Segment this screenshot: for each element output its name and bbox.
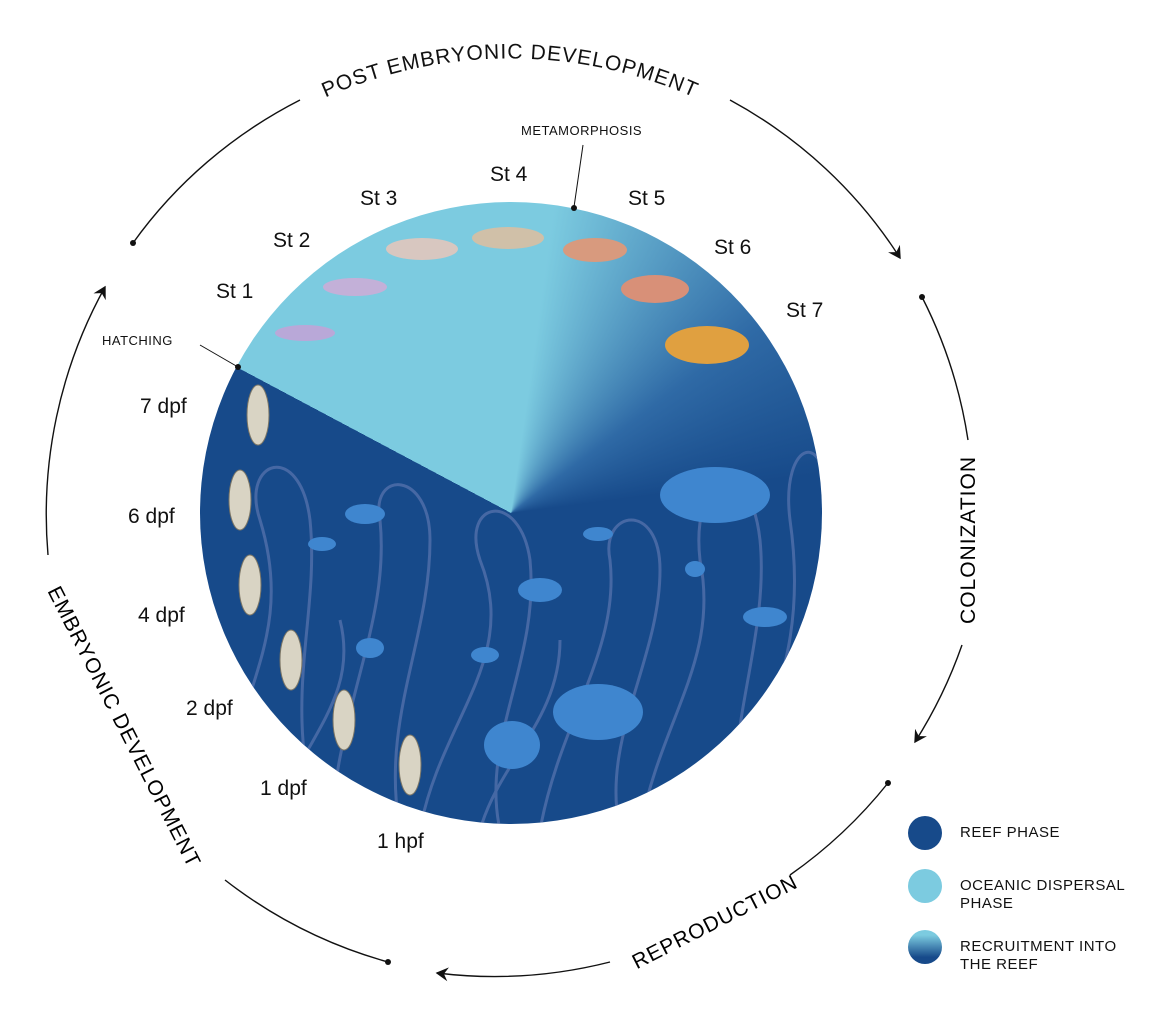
embryo-age-label: 7 dpf: [140, 395, 187, 418]
colonization-label: COLONIZATION: [957, 456, 980, 624]
embryo-age-label: 6 dpf: [128, 505, 175, 528]
arrow-to-embryonic: [435, 961, 611, 982]
embryo-2dpf: [279, 629, 303, 691]
embryo-1hpf: [398, 734, 422, 796]
fish-silhouette: [518, 578, 562, 602]
stage-label: St 2: [273, 229, 311, 252]
legend-item-reef: REEF PHASE: [908, 816, 1150, 850]
arrow-to-colonization: [729, 99, 901, 260]
stage-label: St 3: [360, 187, 398, 210]
larva-st2: [323, 278, 387, 296]
arc-segment: [132, 99, 301, 244]
fish-silhouette: [583, 527, 613, 541]
clownfish-silhouettes: [308, 467, 787, 769]
embryo-6dpf: [228, 469, 252, 531]
fish-silhouette: [356, 638, 384, 658]
reproduction-label: REPRODUCTION: [629, 871, 802, 974]
hatching-label: HATCHING: [102, 333, 173, 348]
fish-silhouette: [660, 467, 770, 523]
larva-st3: [386, 238, 458, 260]
recruitment-swatch: [908, 930, 942, 964]
arrow-to-reproduction: [914, 644, 963, 744]
embryo-age-label: 1 hpf: [377, 830, 424, 853]
legend-item-recruitment: RECRUITMENT INTO THE REEF: [908, 930, 1150, 974]
embryo-age-label: 4 dpf: [138, 604, 185, 627]
metamorphosis-pointer: [573, 144, 584, 208]
arc-segment: [789, 782, 889, 876]
larva-st6: [621, 275, 689, 303]
fish-silhouette: [484, 721, 540, 769]
embryo-1dpf: [332, 689, 356, 751]
stage-label: St 6: [714, 236, 752, 259]
fish-silhouette: [345, 504, 385, 524]
legend-label: OCEANIC DISPERSAL PHASE: [960, 877, 1125, 912]
legend-label: RECRUITMENT INTO THE REEF: [960, 938, 1117, 973]
stage-label: St 4: [490, 163, 528, 186]
fish-silhouette: [743, 607, 787, 627]
arrow-to-post-embryonic: [45, 285, 106, 556]
legend-label: REEF PHASE: [960, 824, 1061, 841]
arc-segment: [224, 879, 389, 963]
fish-silhouette: [308, 537, 336, 551]
legend-item-oceanic: OCEANIC DISPERSAL PHASE: [908, 869, 1150, 913]
reef-swatch: [908, 816, 942, 850]
oceanic-swatch: [908, 869, 942, 903]
embryo-4dpf: [238, 554, 262, 616]
larva-st5: [563, 238, 627, 262]
fish-silhouette: [471, 647, 499, 663]
hatching-pointer: [199, 344, 239, 368]
stage-label: St 1: [216, 280, 254, 303]
arc-segment: [921, 296, 969, 441]
larval-fish: [275, 227, 749, 364]
larva-st4: [472, 227, 544, 249]
larva-st1: [275, 325, 335, 341]
stage-label: St 7: [786, 299, 824, 322]
embryo-age-label: 1 dpf: [260, 777, 307, 800]
metamorphosis-label: METAMORPHOSIS: [521, 123, 643, 138]
embryo-7dpf: [246, 384, 270, 446]
embryo-age-label: 2 dpf: [186, 697, 233, 720]
larva-st7: [665, 326, 749, 364]
fish-silhouette: [685, 561, 705, 577]
embryos: [228, 384, 422, 796]
cycle-arrows: [45, 99, 969, 982]
post-embryonic-label: POST EMBRYONIC DEVELOPMENT: [318, 40, 701, 102]
fish-silhouette: [553, 684, 643, 740]
stage-label: St 5: [628, 187, 666, 210]
